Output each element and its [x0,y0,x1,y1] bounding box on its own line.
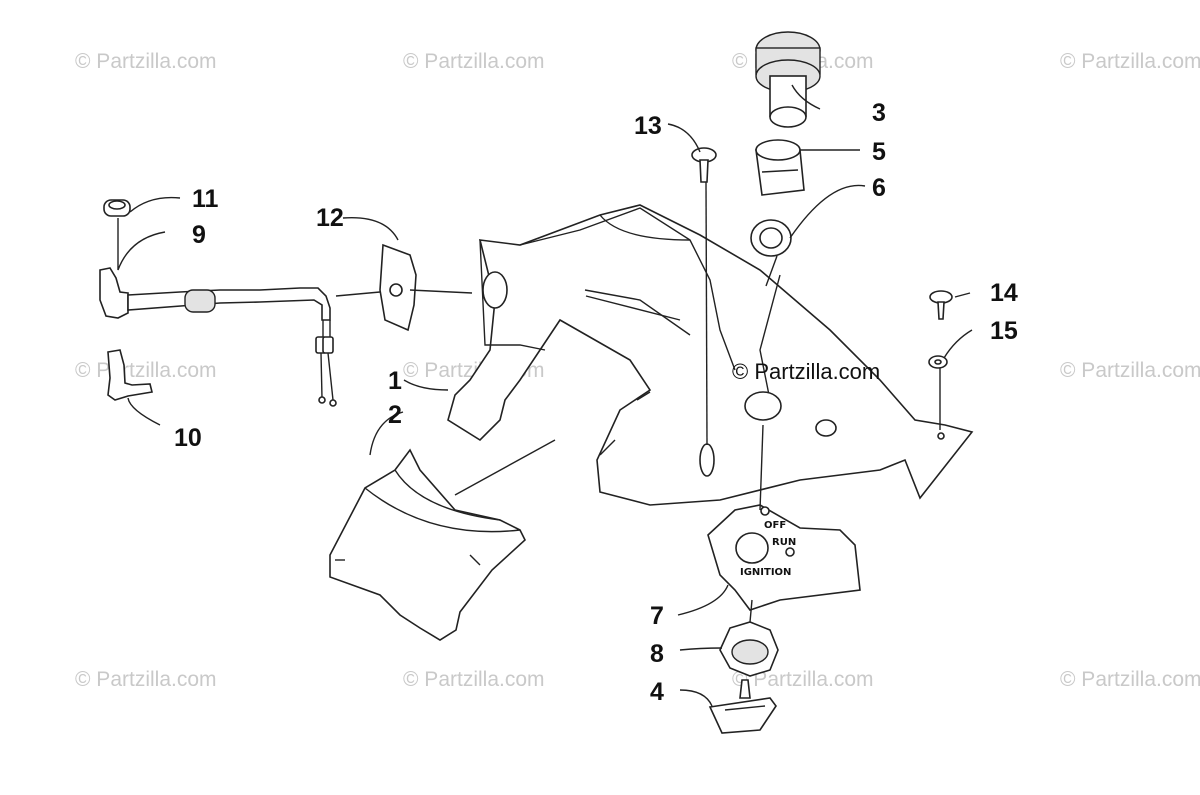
watermark: © Partzilla.com [1060,50,1200,73]
lock-washer[interactable] [750,219,792,257]
plate-label-ignition: IGNITION [740,567,791,578]
switch-sleeve[interactable] [755,139,805,196]
watermark: © Partzilla.com [75,668,217,691]
callout-8: 8 [650,640,664,668]
throttle-cable-assembly[interactable] [99,199,337,407]
leader-lines [117,84,973,707]
console-housing[interactable] [447,204,974,506]
ignition-plate[interactable]: OFF RUN IGNITION [707,504,861,611]
callout-12: 12 [316,204,344,232]
center-watermark: © Partzilla.com [732,359,881,384]
callout-13: 13 [634,112,662,140]
watermark: © Partzilla.com [1060,668,1200,691]
callout-10: 10 [174,424,202,452]
watermark: © Partzilla.com [75,50,217,73]
watermark: © Partzilla.com [403,668,545,691]
callout-6: 6 [872,174,886,202]
screw-13[interactable] [691,147,717,183]
watermark: © Partzilla.com [1060,359,1200,382]
mount-hole [937,432,945,440]
callout-14: 14 [990,279,1018,307]
callout-2: 2 [388,401,402,429]
callout-11: 11 [192,185,219,213]
plate-label-off: OFF [764,520,786,531]
hex-nut[interactable] [719,621,779,677]
grommet-plate[interactable] [379,243,417,332]
lower-cover[interactable] [329,439,556,641]
ignition-key[interactable] [708,679,777,734]
washer-15[interactable] [928,355,948,369]
callout-5: 5 [872,138,886,166]
callout-9: 9 [192,221,206,249]
callout-7: 7 [650,602,664,630]
callout-1: 1 [388,367,402,395]
callout-15: 15 [990,317,1018,345]
plate-label-run: RUN [772,537,796,548]
watermark: © Partzilla.com [732,668,874,691]
ignition-switch[interactable] [755,31,821,128]
callout-3: 3 [872,99,886,127]
watermark: © Partzilla.com [403,50,545,73]
screw-14[interactable] [929,290,953,320]
callout-4: 4 [650,678,664,706]
